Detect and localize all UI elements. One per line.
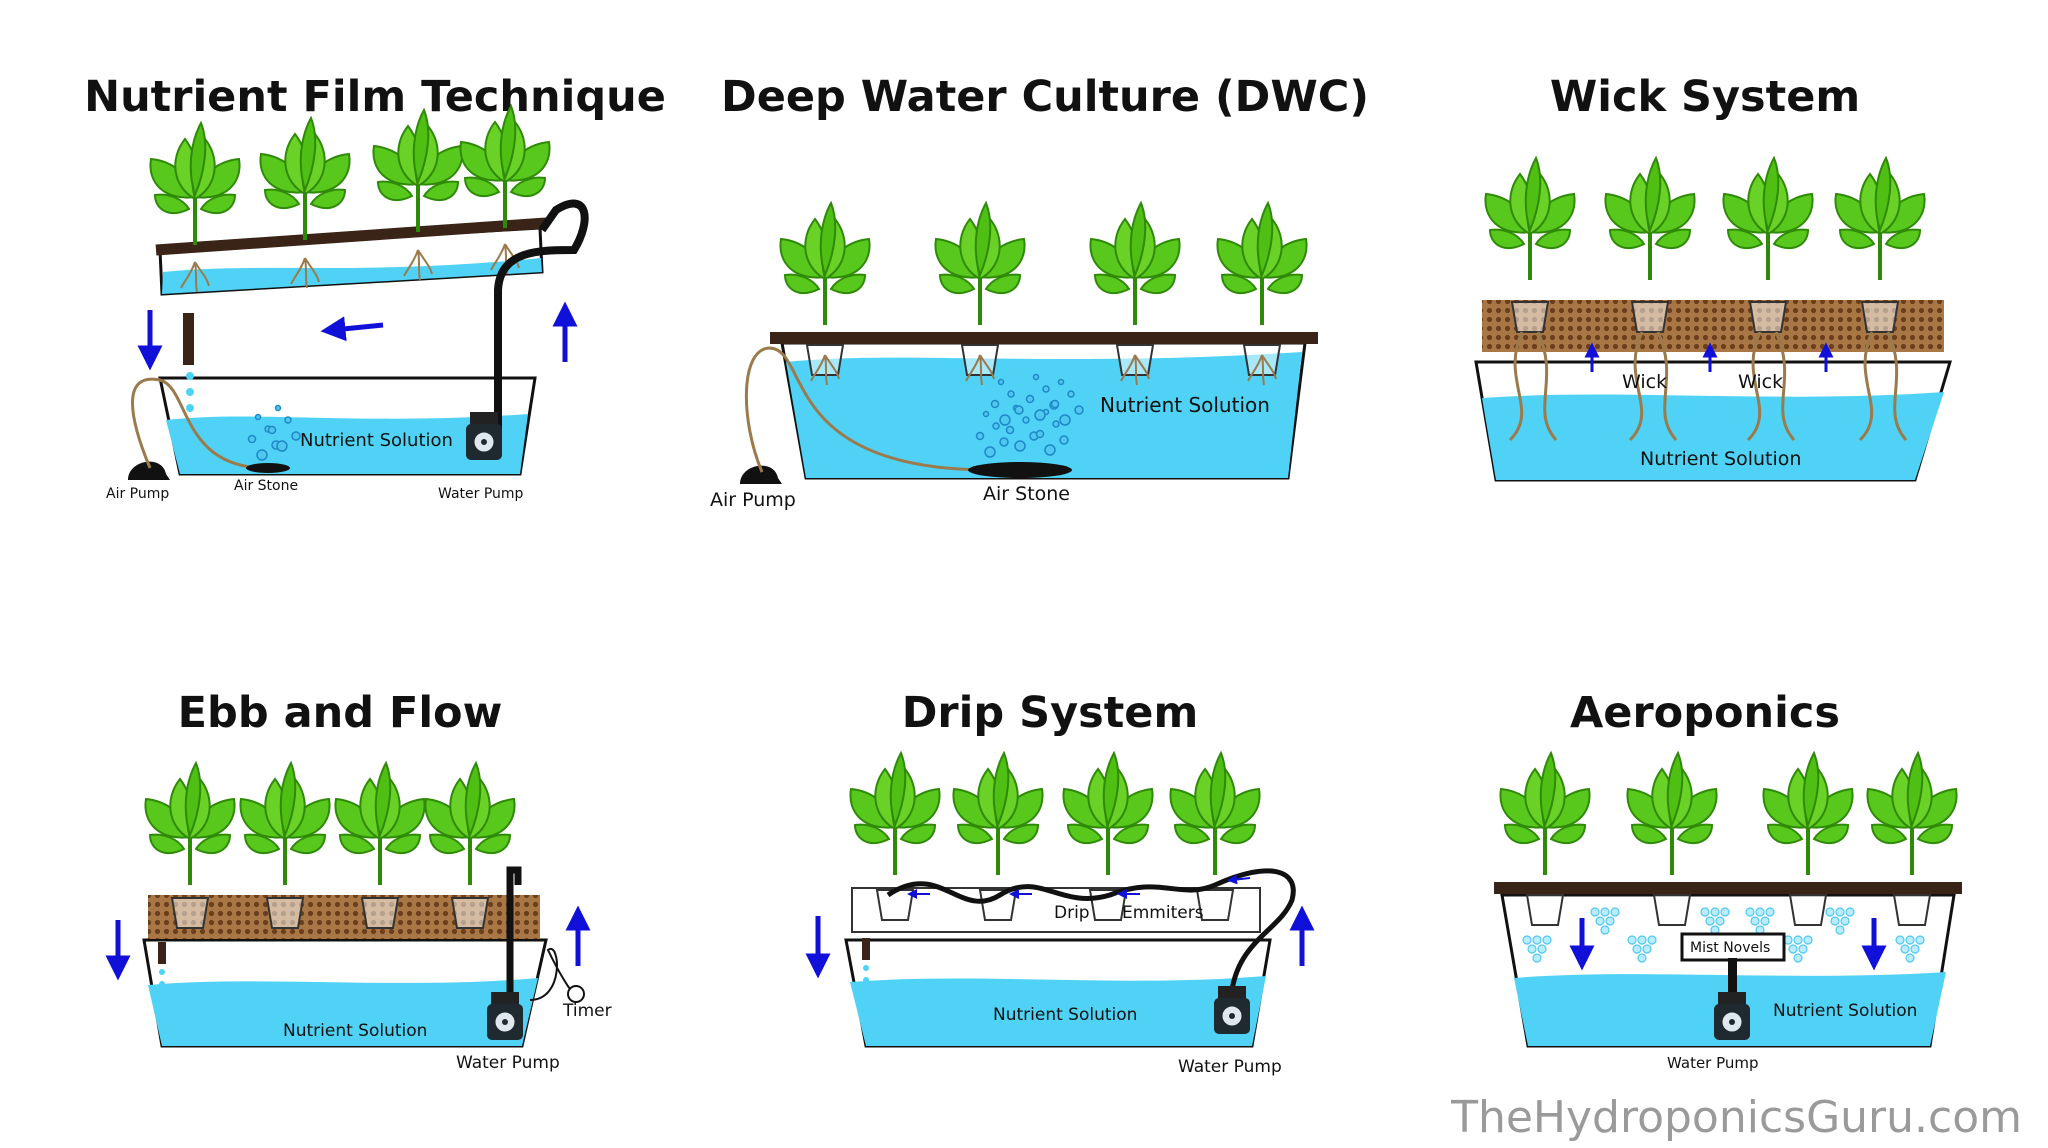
title-wick: Wick System: [1549, 72, 1861, 122]
plant-icon: [1833, 156, 1927, 282]
drain-pipe: [183, 313, 194, 365]
plant-icon: [1625, 751, 1719, 877]
label-solution: Nutrient Solution: [993, 1005, 1137, 1025]
water-pump-icon: [1712, 990, 1752, 1042]
grow-tray: [851, 887, 1261, 933]
air-stone-icon: [968, 462, 1072, 478]
plant-icon: [238, 761, 332, 887]
water-pump-icon: [485, 990, 525, 1042]
plant-icon: [423, 761, 517, 887]
label-water-pump: Water Pump: [438, 486, 524, 502]
label-solution: Nutrient Solution: [300, 430, 453, 451]
label-air-pump: Air Pump: [106, 486, 169, 502]
label-air-pump: Air Pump: [710, 489, 796, 511]
label-timer: Timer: [562, 1001, 612, 1021]
plant-icon: [778, 201, 872, 327]
plant-icon: [1603, 156, 1697, 282]
timer-icon: [567, 985, 585, 1003]
mist-nozzle-manifold: [1680, 932, 1786, 962]
title-nft: Nutrient Film Technique: [84, 72, 666, 122]
label-solution: Nutrient Solution: [1640, 448, 1801, 470]
title-aero: Aeroponics: [1570, 688, 1840, 738]
plant-icon: [1088, 201, 1182, 327]
title-dwc: Deep Water Culture (DWC): [721, 72, 1369, 122]
plant-icon: [458, 104, 552, 230]
title-ebb: Ebb and Flow: [177, 688, 503, 738]
label-solution: Nutrient Solution: [1100, 393, 1270, 417]
plant-icon: [1761, 751, 1855, 877]
plant-icon: [951, 751, 1045, 877]
plant-icon: [1483, 156, 1577, 282]
plant-icon: [1721, 156, 1815, 282]
label-water-pump: Water Pump: [1667, 1054, 1759, 1072]
plant-icon: [933, 201, 1027, 327]
panel-nft: Nutrient Solution Air Pump Air Stone Wat…: [106, 104, 589, 502]
label-mist: Mist Novels: [1690, 940, 1770, 956]
plant-icon: [371, 108, 465, 234]
plant-icon: [143, 761, 237, 887]
plant-icon: [1865, 751, 1959, 877]
panel-drip: Drip Emmiters Nutrient Solution Water Pu…: [805, 751, 1315, 1077]
air-stone-icon: [246, 463, 290, 473]
panel-aero: Mist Novels Nutrient Solution Water Pump: [1494, 751, 1962, 1072]
plant-icon: [1061, 751, 1155, 877]
plant-icon: [1168, 751, 1262, 877]
plant-icon: [258, 116, 352, 242]
label-drip: Drip: [1054, 903, 1090, 923]
label-emitters: Emmiters: [1122, 903, 1204, 923]
water-pump-icon: [1212, 984, 1252, 1036]
flow-arrow-icon: [320, 316, 384, 342]
panel-dwc: Nutrient Solution Air Pump Air Stone: [710, 201, 1318, 511]
label-air-stone: Air Stone: [983, 483, 1070, 505]
label-water-pump: Water Pump: [1178, 1057, 1282, 1077]
panel-wick: Wick Wick Nutrient Solution: [1474, 156, 1953, 482]
watermark: TheHydroponicsGuru.com: [1451, 1092, 2022, 1143]
plant-icon: [333, 761, 427, 887]
plant-icon: [148, 121, 242, 247]
label-air-stone: Air Stone: [234, 478, 298, 494]
plant-icon: [1498, 751, 1592, 877]
plant-icon: [848, 751, 942, 877]
water-pump-icon: [464, 410, 504, 462]
panel-ebb: Nutrient Solution Timer Water Pump: [105, 761, 612, 1073]
title-drip: Drip System: [901, 688, 1199, 738]
plant-icon: [1215, 201, 1309, 327]
label-solution: Nutrient Solution: [1773, 1001, 1917, 1021]
label-wick: Wick: [1622, 371, 1667, 393]
label-wick: Wick: [1738, 371, 1783, 393]
label-water-pump: Water Pump: [456, 1053, 560, 1073]
label-solution: Nutrient Solution: [283, 1021, 427, 1041]
